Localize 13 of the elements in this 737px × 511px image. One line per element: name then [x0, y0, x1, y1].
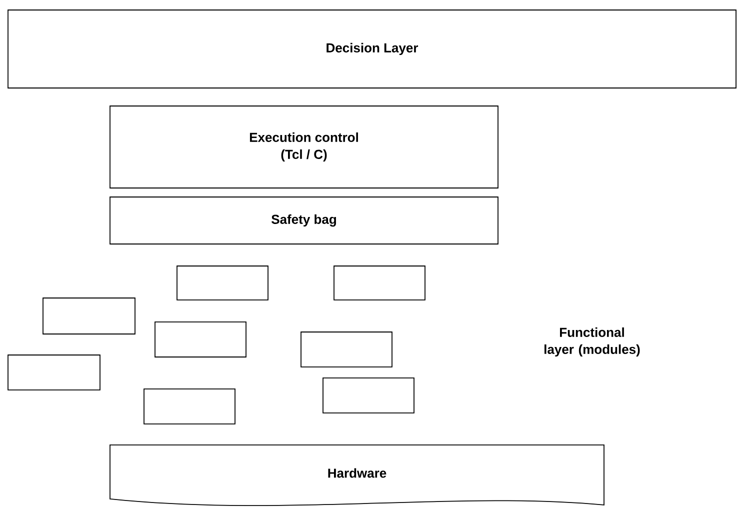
module-box	[176, 266, 268, 300]
layer-box: Decision Layer	[8, 10, 736, 88]
module-box	[322, 378, 414, 414]
hardware-box: Hardware	[110, 444, 604, 506]
layer-box: Safety bag	[110, 196, 498, 244]
module-box	[334, 266, 426, 300]
module-box	[42, 298, 136, 334]
layer-label: Functional layer (modules)	[544, 327, 640, 357]
module-box	[154, 322, 246, 358]
module-box	[300, 332, 392, 368]
layer-box: Execution control (Tcl / C)	[110, 106, 498, 188]
module-box	[8, 354, 100, 390]
module-box	[144, 388, 236, 424]
